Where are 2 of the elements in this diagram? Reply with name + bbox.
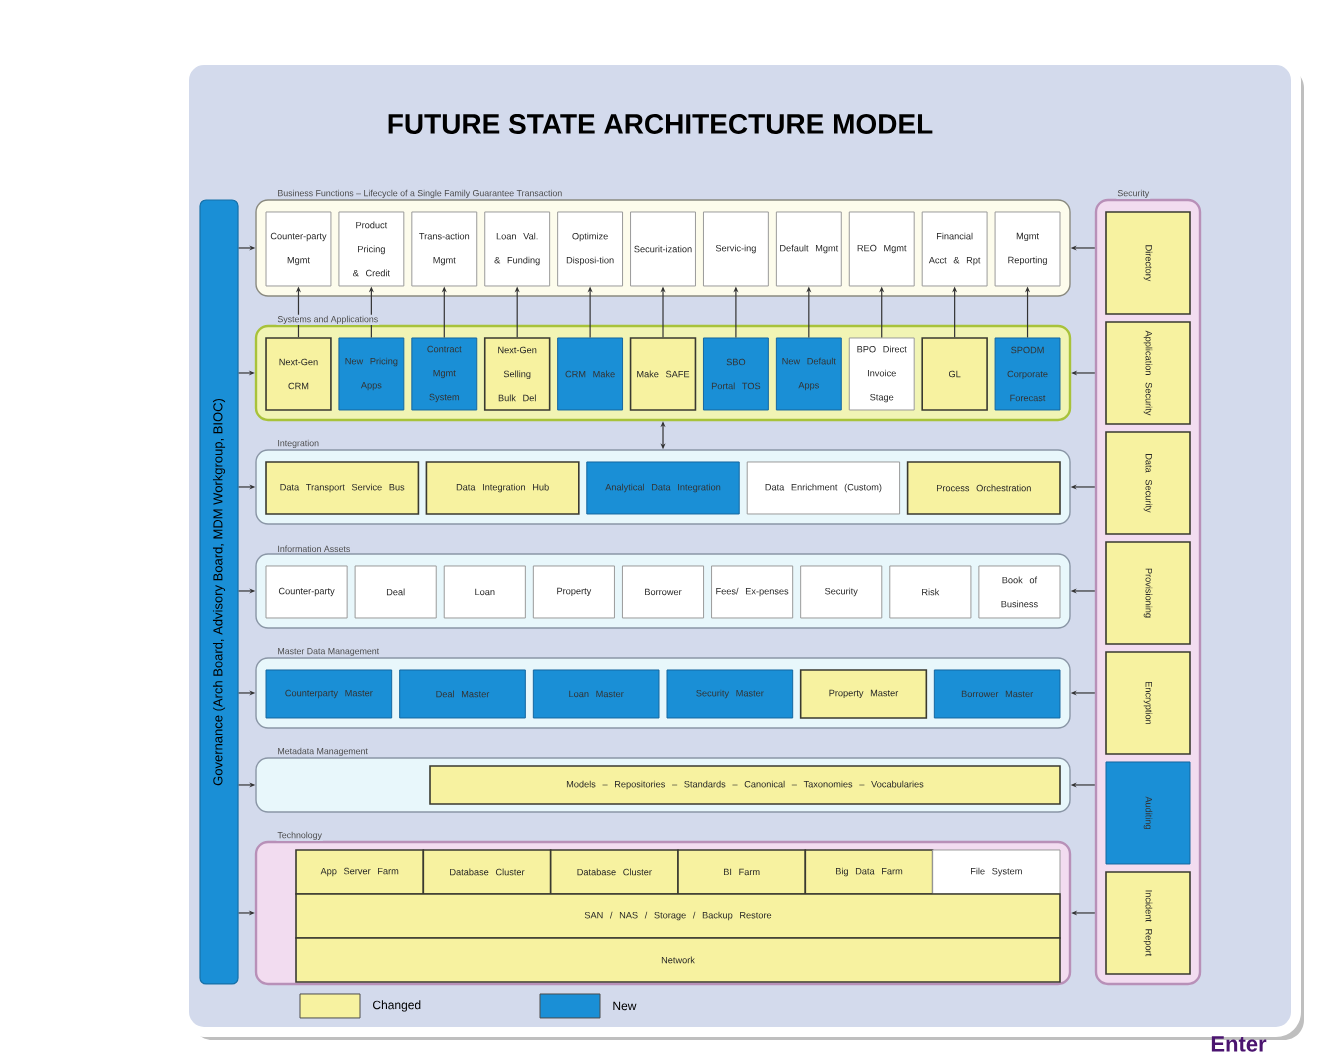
title: FUTURE STATE ARCHITECTURE MODEL (388, 114, 933, 134)
heading-fragment: Enter (1211, 1036, 1267, 1052)
